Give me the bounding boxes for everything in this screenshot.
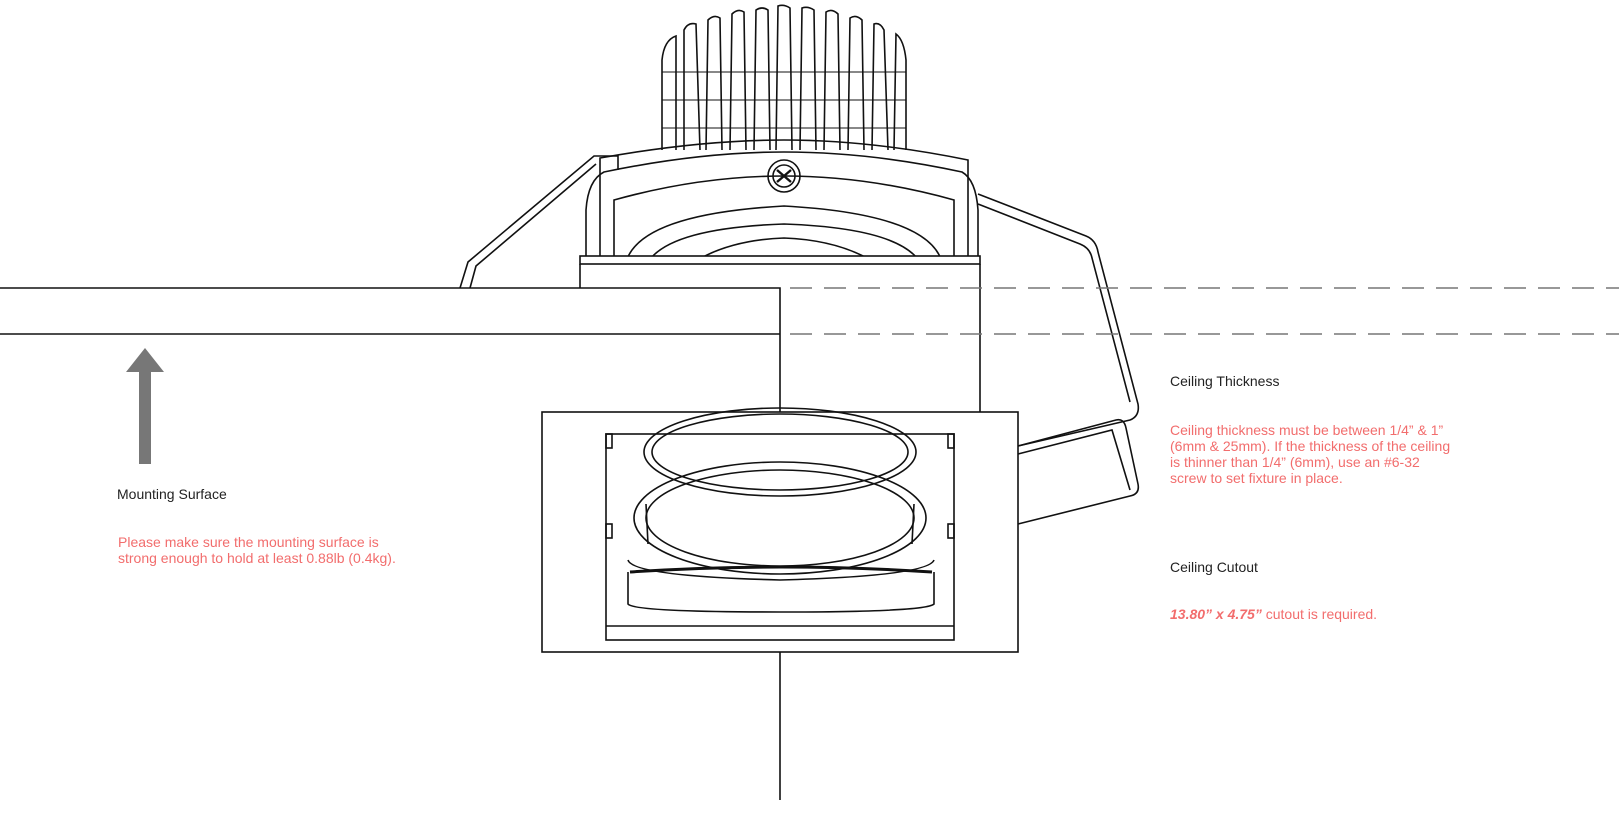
- mounting-surface-note-line1: Please make sure the mounting surface is: [118, 534, 379, 550]
- ceiling-surface: [0, 287, 781, 800]
- trim-frame: [541, 411, 1019, 653]
- ceiling-cutout-title: Ceiling Cutout: [1170, 559, 1258, 575]
- housing-collar: [585, 139, 979, 263]
- cutout-dimension: 13.80” x 4.75”: [1170, 606, 1262, 622]
- ceiling-cutout-note: 13.80” x 4.75” cutout is required.: [1170, 606, 1377, 622]
- mounting-surface-note-line2: strong enough to hold at least 0.88lb (0…: [118, 550, 396, 566]
- ceiling-thickness-note-line1: Ceiling thickness must be between 1/4” &…: [1170, 422, 1444, 438]
- ceiling-thickness-note-line4: screw to set fixture in place.: [1170, 470, 1343, 486]
- left-mounting-clip: [459, 155, 619, 289]
- right-spring-bracket: [977, 193, 1140, 525]
- mounting-surface-title: Mounting Surface: [117, 486, 227, 502]
- lens-assembly: [627, 407, 935, 613]
- cutout-suffix: cutout is required.: [1261, 606, 1378, 622]
- ceiling-thickness-note-line3: is thinner than 1/4” (6mm), use an #6-32: [1170, 454, 1420, 470]
- heat-sink: [661, 4, 907, 151]
- ceiling-thickness-guides: [790, 287, 1619, 335]
- ceiling-thickness-title: Ceiling Thickness: [1170, 373, 1280, 389]
- mounting-direction-arrow-icon: [126, 348, 164, 464]
- ceiling-thickness-note-line2: (6mm & 25mm). If the thickness of the ce…: [1170, 438, 1451, 454]
